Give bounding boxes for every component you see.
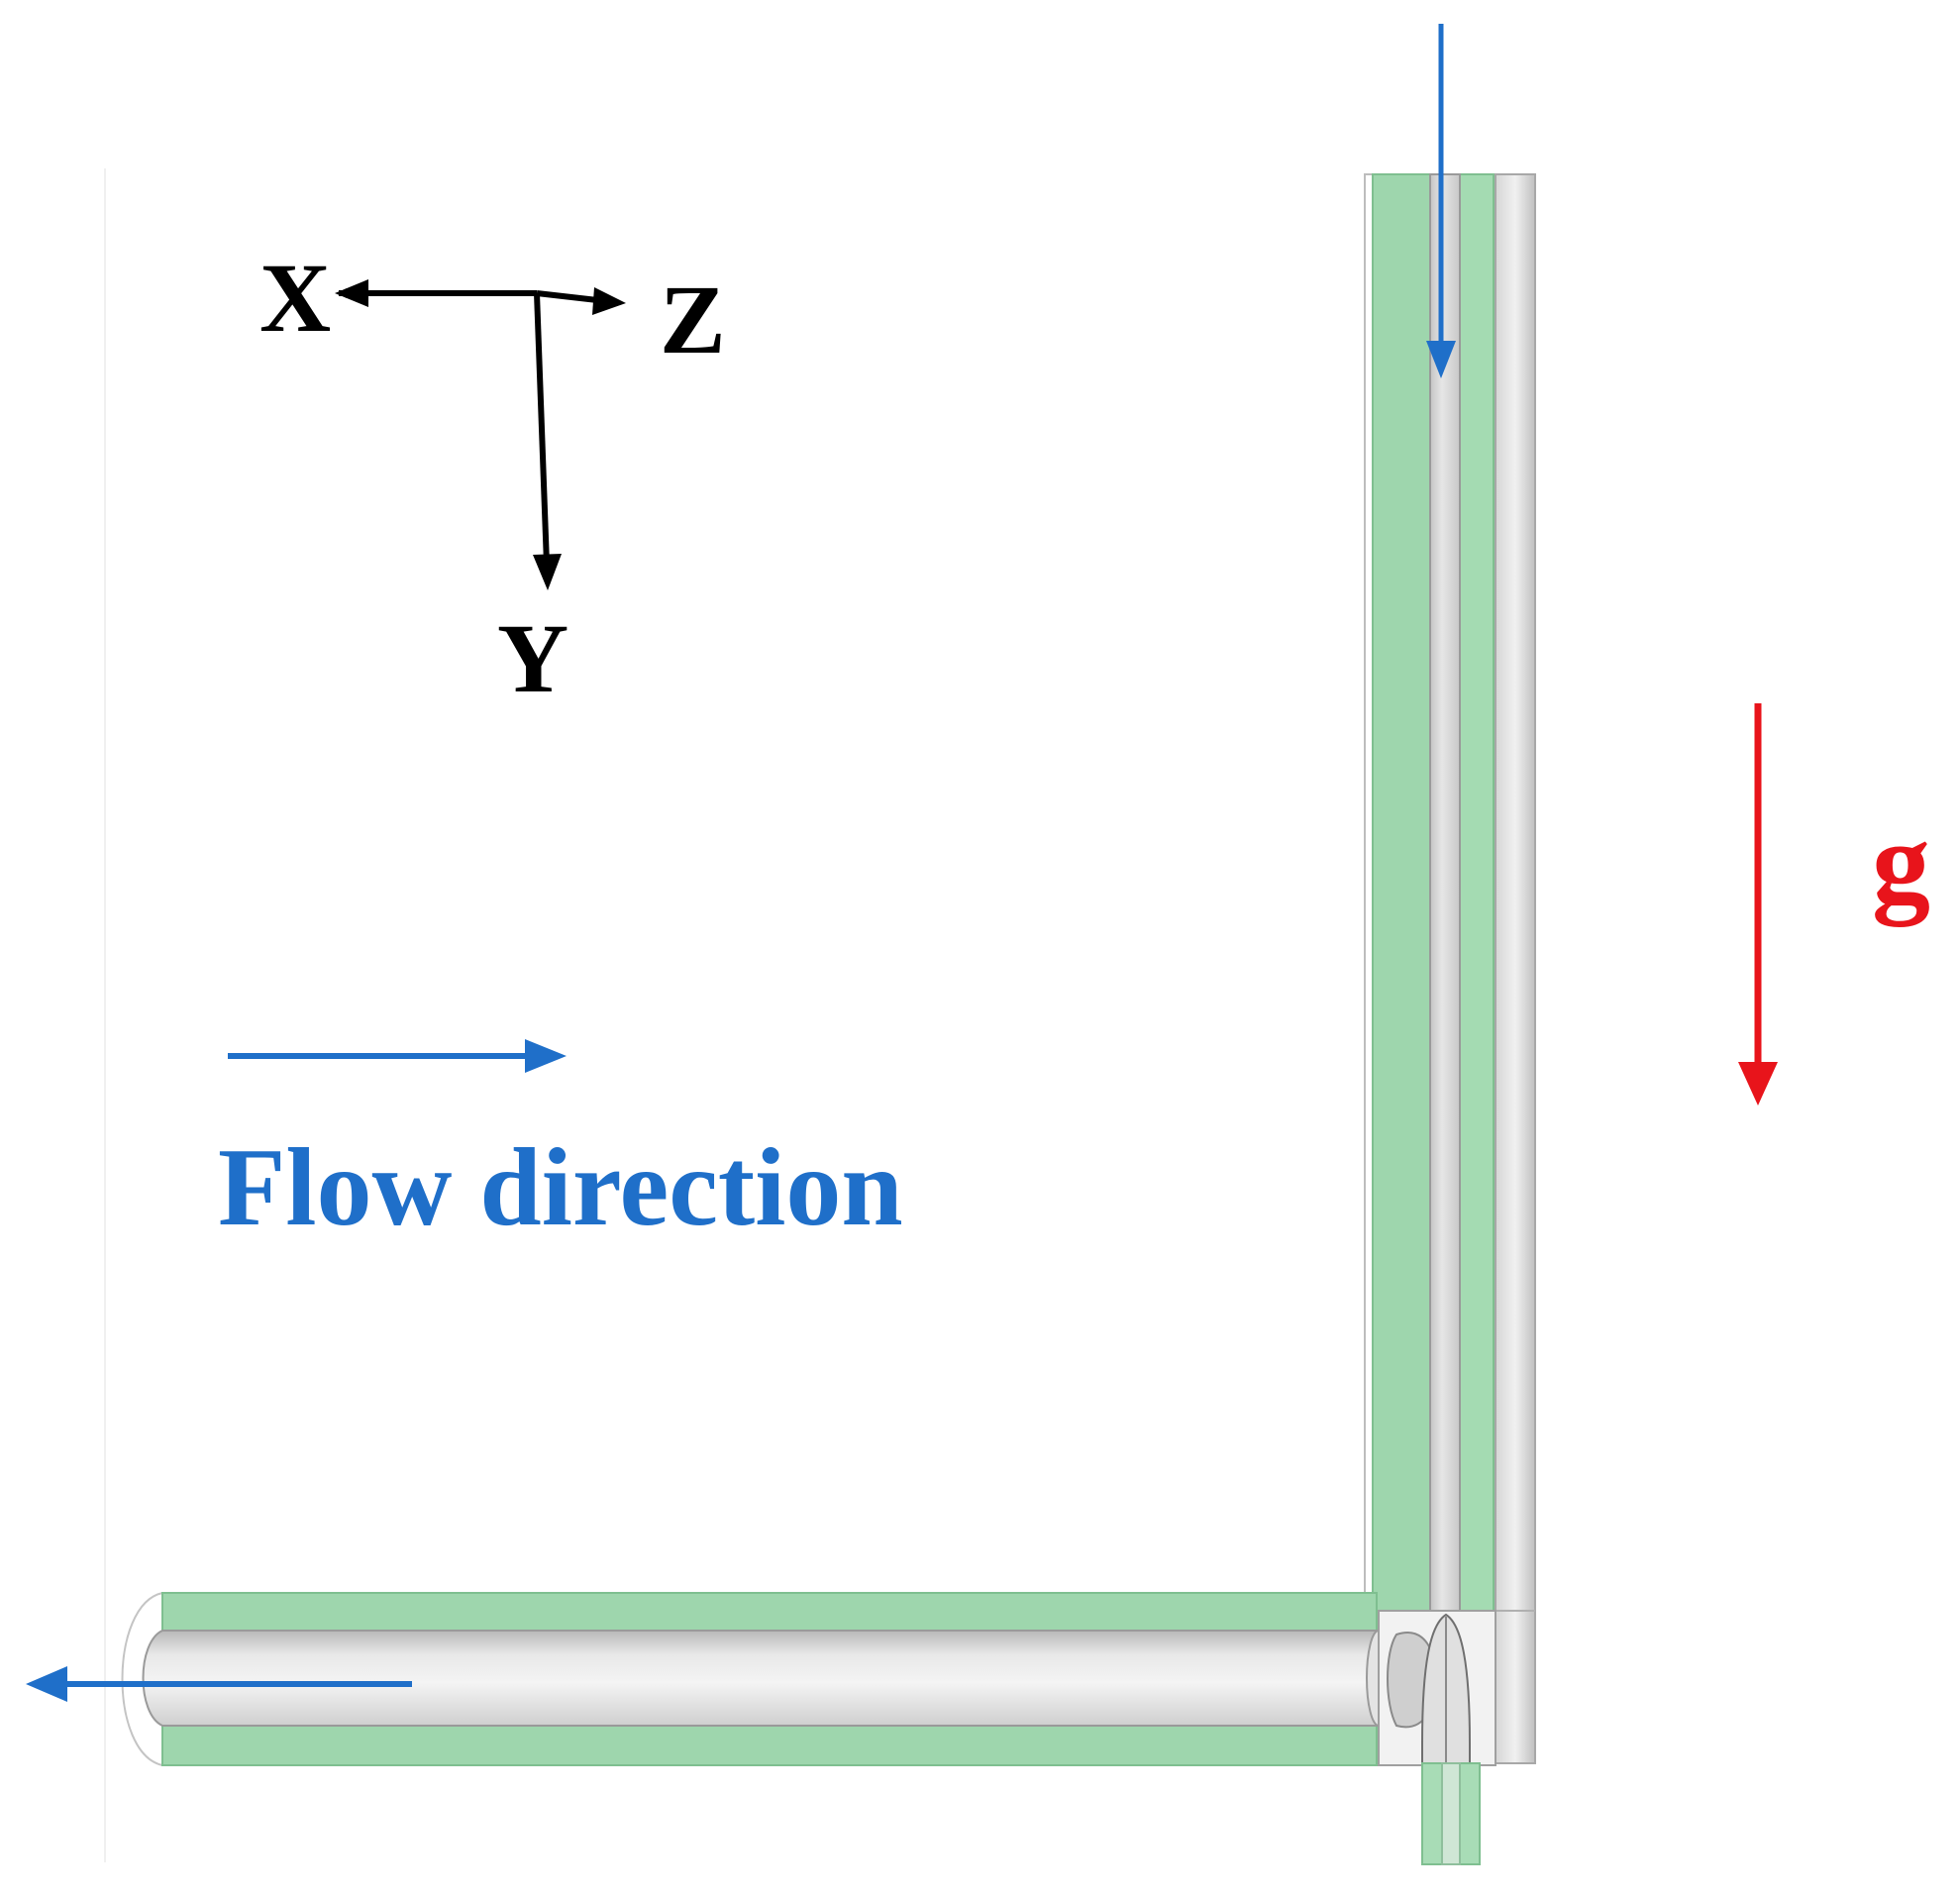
z-axis-arrowhead	[592, 287, 626, 315]
horizontal-pipe-wall-top	[161, 1592, 1378, 1632]
outlet-flow-arrowhead	[26, 1666, 67, 1702]
junction-fitting	[1378, 1610, 1496, 1766]
flow-legend-arrowhead	[525, 1039, 567, 1073]
vertical-pipe	[1364, 173, 1536, 1764]
y-axis-label: Y	[497, 603, 568, 713]
horizontal-pipe-bore	[142, 1630, 1378, 1727]
gravity-arrowhead	[1738, 1062, 1778, 1106]
horizontal-pipe	[121, 1592, 1392, 1766]
vertical-pipe-wall-left	[1372, 173, 1431, 1764]
flow-direction-label: Flow direction	[218, 1126, 903, 1249]
gravity-indicator: g	[1738, 703, 1930, 1106]
flow-legend: Flow direction	[218, 1039, 903, 1249]
gravity-label: g	[1872, 797, 1930, 927]
coordinate-axes: X Z Y	[259, 243, 726, 713]
vertical-pipe-bore	[1429, 173, 1461, 1764]
inlet-flow-arrowhead	[1426, 341, 1456, 378]
vertical-pipe-wall-right	[1459, 173, 1495, 1764]
z-axis-label: Z	[660, 264, 726, 374]
bottom-tube-bore	[1441, 1762, 1461, 1865]
vertical-pipe-right-shell	[1495, 173, 1536, 1764]
y-axis-arrow	[534, 292, 550, 566]
y-axis-arrowhead	[533, 554, 562, 590]
bottom-outlet-tube	[1421, 1762, 1481, 1865]
horizontal-pipe-wall-bottom	[161, 1725, 1378, 1766]
x-axis-arrowhead	[335, 279, 368, 307]
x-axis-label: X	[259, 243, 331, 353]
pipe-flow-arrows	[26, 24, 1456, 1702]
